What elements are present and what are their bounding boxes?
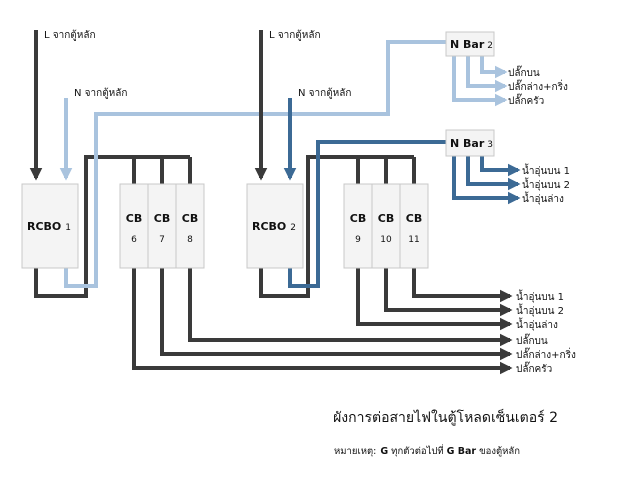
cb-output-label-4: ปลั๊กบน [516,333,548,347]
rcbo-1-number: 1 [65,223,71,233]
nbar-3-number: 3 [487,140,493,150]
cb-10-label: CB [378,212,394,225]
cb-9-label: CB [350,212,366,225]
nbar3-output-label-3: น้ำอุ่นล่าง [522,191,564,205]
cb-output-label-6: ปลั๊กครัว [516,361,552,375]
nbar-2-label: N Bar [450,38,485,51]
cb-output-label-1: น้ำอุ่นบน 1 [516,289,564,303]
nbar2-output-label-3: ปลั๊กครัว [508,93,544,107]
live-bus-2 [259,155,414,298]
cb9-output [356,268,513,331]
rcbo-1-label: RCBO [27,220,61,233]
cb-group-2: CB 9 CB 10 CB 11 [343,183,429,269]
cb-output-label-2: น้ำอุ่นบน 2 [516,303,564,317]
cb-6-label: CB [126,212,142,225]
cb-11-number: 11 [408,235,419,245]
nbar-3-label: N Bar [450,137,485,150]
cb-group-1: CB 6 CB 7 CB 8 [119,183,205,269]
cb-7-label: CB [154,212,170,225]
diagram-note: หมายเหตุ: G ทุกตัวต่อไปที่ G Bar ของตู้หล… [334,444,520,457]
cb-8-number: 8 [187,235,193,245]
nbar2-out-2 [466,56,508,93]
nbar-2-number: 2 [487,41,493,51]
cb10-output [384,268,513,317]
nbar3-out-2 [466,156,521,191]
note-prefix: หมายเหตุ: [334,446,376,457]
nbar2-output-label-2: ปลั๊กล่าง+กริ่ง [508,79,568,93]
nbar3-output-label-2: น้ำอุ่นบน 2 [522,177,570,191]
source-label-l1: L จากตู้หลัก [44,29,96,41]
rcbo-2-label: RCBO [252,220,286,233]
source-label-n2: N จากตู้หลัก [298,87,351,99]
neutral-wire-to-nbar2 [64,40,446,288]
nbar3-out-1 [480,156,521,177]
cb-10-number: 10 [380,235,392,245]
diagram-title: ผังการต่อสายไฟในตู้โหลดเซ็นเตอร์ 2 [333,408,558,426]
cb-7-number: 7 [159,235,165,245]
note-gbar: G Bar [447,446,477,457]
note-g: G [380,446,388,457]
nbar3-output-label-1: น้ำอุ่นบน 1 [522,163,570,177]
nbar3-out-3 [452,156,521,205]
live-bus-1 [34,155,190,298]
source-label-l2: L จากตู้หลัก [269,29,321,41]
rcbo-2-number: 2 [290,223,296,233]
cb7-output [160,268,513,361]
nbar2-out-1 [480,56,508,79]
cb-6-number: 6 [131,235,137,245]
source-label-n1: N จากตู้หลัก [74,87,127,99]
cb11-output [412,268,513,303]
cb-output-label-5: ปลั๊กล่าง+กริ่ง [516,347,576,361]
note-middle: ทุกตัวต่อไปที่ [388,444,447,457]
nbar2-output-label-1: ปลั๊กบน [508,65,540,79]
cb8-output [188,268,513,347]
cb6-output [132,268,513,375]
cb-9-number: 9 [355,235,361,245]
rcbo-2: RCBO 2 [246,183,304,269]
cb-output-label-3: น้ำอุ่นล่าง [516,317,558,331]
note-suffix: ของตู้หลัก [476,446,520,457]
nbar2-out-3 [452,56,508,107]
cb-8-label: CB [182,212,198,225]
neutral-wire-to-nbar3 [288,140,446,288]
cb-11-label: CB [406,212,422,225]
rcbo-1: RCBO 1 [21,183,79,269]
